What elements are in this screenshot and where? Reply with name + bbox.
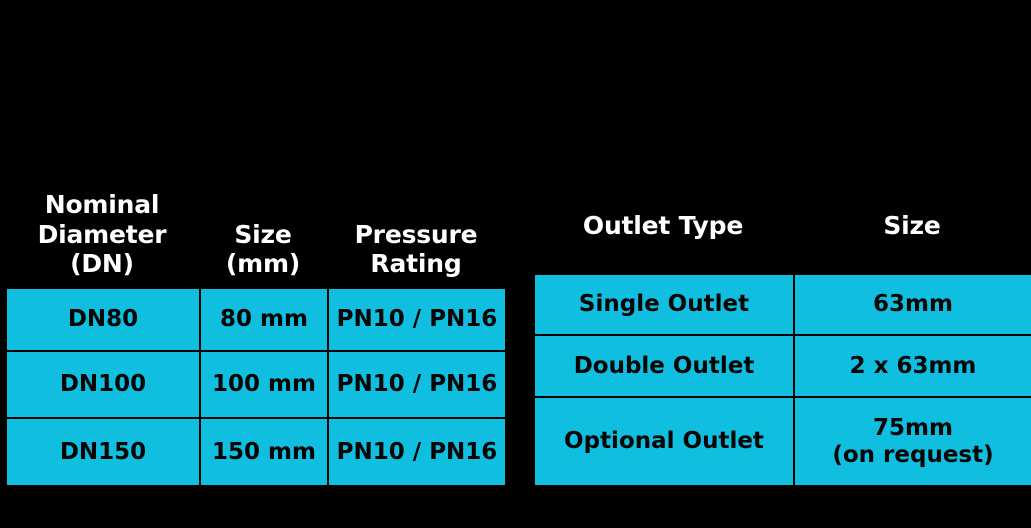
cell-text: PN10 / PN16 xyxy=(336,371,498,398)
column-header-line: (mm) xyxy=(225,248,301,278)
column-header-outlet-type: Outlet Type xyxy=(533,211,793,240)
table-row: DN80 80 mm PN10 / PN16 xyxy=(5,287,507,352)
column-header-line: Rating xyxy=(370,248,462,278)
cell-text: 2 x 63mm xyxy=(849,352,977,379)
cell-text: (on request) xyxy=(832,441,994,468)
table-row: Optional Outlet 75mm (on request) xyxy=(533,396,1031,487)
cell-text: 75mm xyxy=(873,415,953,442)
column-header-line: (DN) xyxy=(70,248,134,278)
column-header-line: Size xyxy=(234,219,292,249)
column-header-line: Pressure xyxy=(354,219,478,249)
cell-outlet-type: Single Outlet xyxy=(533,273,795,336)
cell-text: Single Outlet xyxy=(578,291,750,318)
cell-size: 80 mm xyxy=(199,287,329,352)
table-row: Double Outlet 2 x 63mm xyxy=(533,334,1031,398)
cell-outlet-size: 75mm (on request) xyxy=(793,396,1031,487)
cell-nominal-diameter: DN150 xyxy=(5,417,201,487)
column-header-nominal-diameter: Nominal Diameter (DN) xyxy=(5,190,199,278)
cell-outlet-size: 63mm xyxy=(793,273,1031,336)
cell-text: DN80 xyxy=(67,306,139,333)
cell-pressure-rating: PN10 / PN16 xyxy=(327,287,507,352)
table-row: Single Outlet 63mm xyxy=(533,273,1031,336)
cell-text: DN150 xyxy=(59,438,147,465)
cell-text: 100 mm xyxy=(212,371,316,398)
column-header-line: Diameter xyxy=(37,219,167,249)
column-header-size-mm: Size (mm) xyxy=(199,220,327,279)
cell-text: Optional Outlet xyxy=(564,428,764,455)
cell-size: 150 mm xyxy=(199,417,329,487)
cell-text: PN10 / PN16 xyxy=(336,306,498,333)
pipe-specifications-table: DN80 80 mm PN10 / PN16 DN100 100 mm PN10… xyxy=(5,287,507,487)
column-header-line: Outlet Type xyxy=(582,210,744,240)
cell-pressure-rating: PN10 / PN16 xyxy=(327,417,507,487)
cell-outlet-size: 2 x 63mm xyxy=(793,334,1031,398)
cell-outlet-type: Optional Outlet xyxy=(533,396,795,487)
table-row: DN150 150 mm PN10 / PN16 xyxy=(5,417,507,487)
column-header-size: Size xyxy=(793,211,1031,240)
cell-nominal-diameter: DN80 xyxy=(5,287,201,352)
column-header-pressure-rating: Pressure Rating xyxy=(327,220,505,279)
cell-text: 63mm xyxy=(873,291,953,318)
outlet-specifications-table: Single Outlet 63mm Double Outlet 2 x 63m… xyxy=(533,273,1031,487)
column-header-line: Nominal xyxy=(44,190,160,220)
cell-pressure-rating: PN10 / PN16 xyxy=(327,350,507,419)
cell-size: 100 mm xyxy=(199,350,329,419)
cell-text: PN10 / PN16 xyxy=(336,438,498,465)
cell-text: Double Outlet xyxy=(573,352,755,379)
cell-text: DN100 xyxy=(59,371,147,398)
table-row: DN100 100 mm PN10 / PN16 xyxy=(5,350,507,419)
column-header-line: Size xyxy=(883,210,941,240)
cell-nominal-diameter: DN100 xyxy=(5,350,201,419)
right-table-header-row: Outlet Type Size xyxy=(533,190,1031,240)
cell-text: 150 mm xyxy=(212,438,316,465)
left-table-header-row: Nominal Diameter (DN) Size (mm) Pressure… xyxy=(5,158,505,278)
cell-text: 80 mm xyxy=(220,306,308,333)
cell-outlet-type: Double Outlet xyxy=(533,334,795,398)
